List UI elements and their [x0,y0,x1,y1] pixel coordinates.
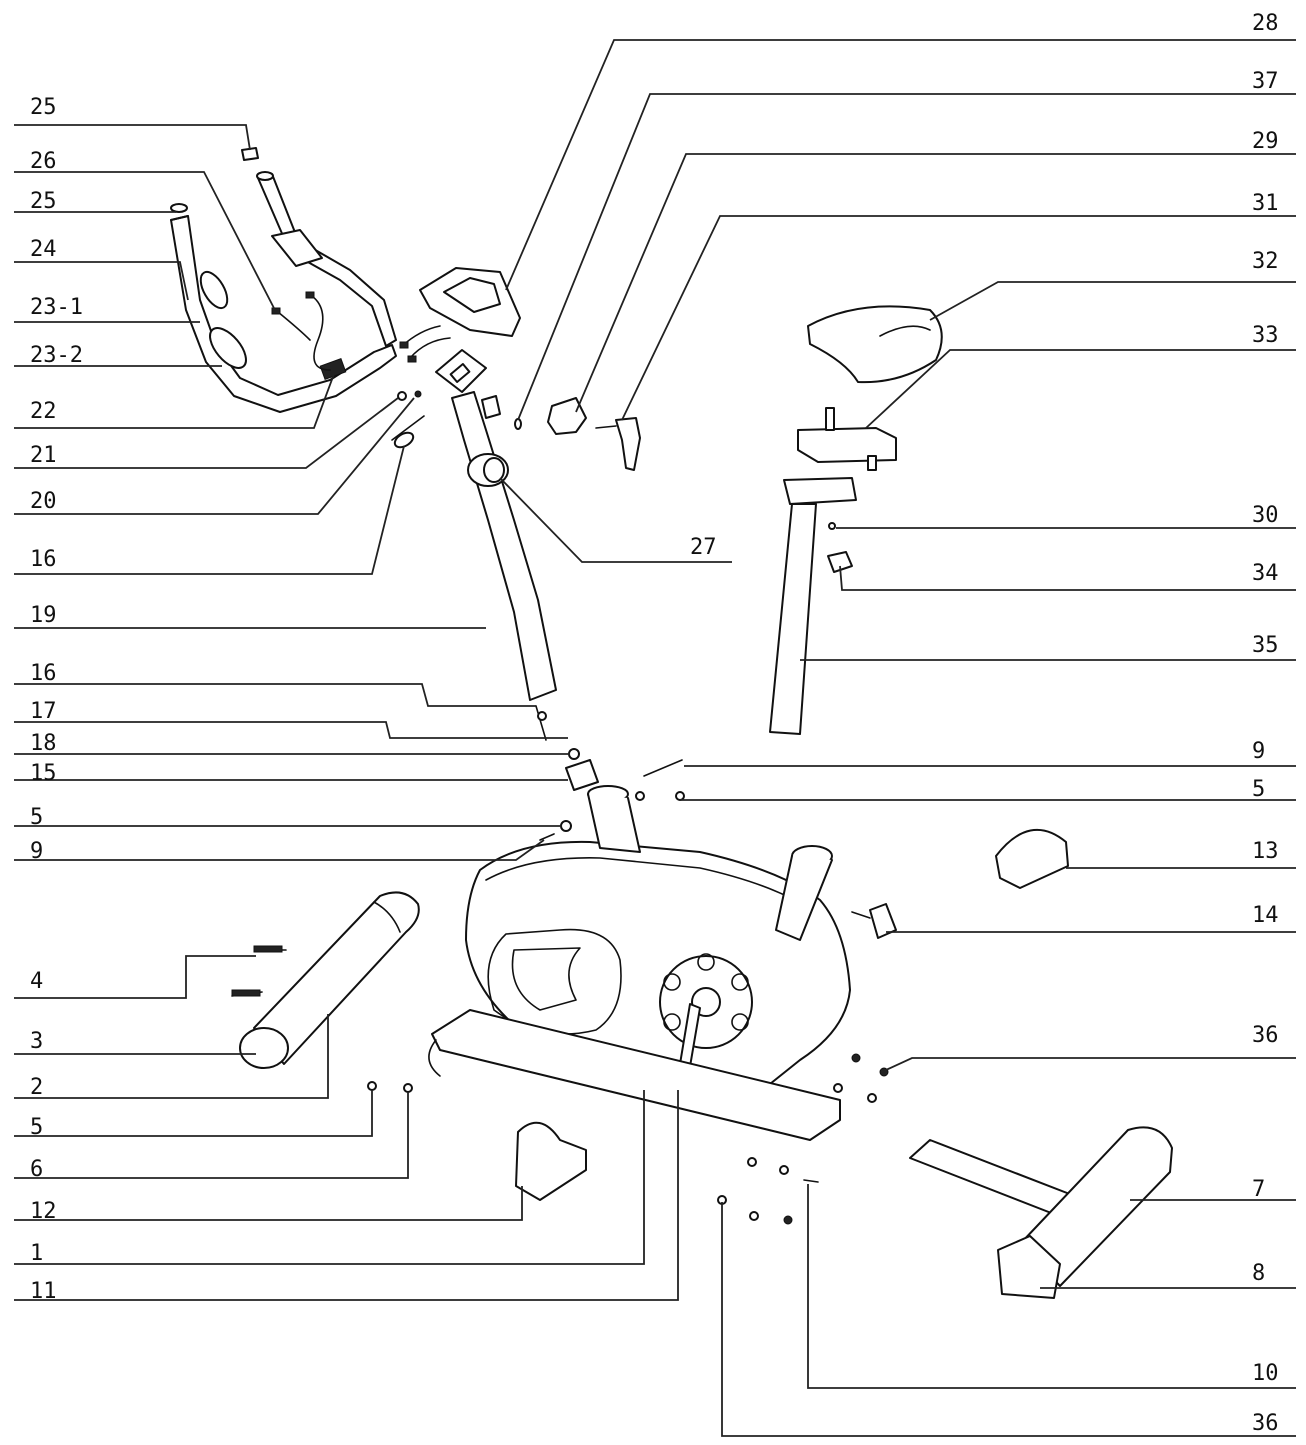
label-23-2: 23-2 [30,343,83,368]
label-27: 27 [690,535,717,560]
label-37: 37 [1252,69,1279,94]
seat-part [807,305,943,384]
label-5-lower: 5 [30,1115,43,1140]
label-13: 13 [1252,839,1279,864]
post-hardware-parts [539,748,685,841]
label-14: 14 [1252,903,1279,928]
console-part [399,267,521,393]
leader-line-2 [14,1014,329,1099]
leader-line-36-upper [885,1057,1296,1071]
label-21: 21 [30,443,57,468]
small-hardware-parts [717,1053,889,1225]
label-19: 19 [30,603,57,628]
seat-post-part [769,477,857,735]
label-17: 17 [30,699,57,724]
leader-line-4 [14,955,256,999]
label-30: 30 [1252,503,1279,528]
label-26: 26 [30,149,57,174]
pedal-parts [515,828,1069,1201]
label-5-left: 5 [30,805,43,830]
label-6: 6 [30,1157,43,1182]
part-labels: 25 26 25 24 23-1 23-2 22 21 20 16 19 16 … [30,11,1279,1436]
label-23-1: 23-1 [30,295,83,320]
label-11: 11 [30,1279,57,1304]
seat-adjust-parts [514,397,641,471]
label-4: 4 [30,969,43,994]
leader-line-28 [505,39,1296,291]
end-cap-part [241,147,259,161]
label-10: 10 [1252,1361,1279,1386]
label-12: 12 [30,1199,57,1224]
label-25-mid: 25 [30,189,57,214]
leader-line-32 [929,281,1296,321]
label-34: 34 [1252,561,1279,586]
leader-line-22 [14,373,335,429]
label-22: 22 [30,399,57,424]
label-16-top: 16 [30,547,57,572]
parts-drawing [170,147,1173,1299]
label-36-upper: 36 [1252,1023,1279,1048]
label-15: 15 [30,761,57,786]
leader-line-12 [14,1186,523,1221]
label-1: 1 [30,1241,43,1266]
leader-line-1 [14,1090,645,1265]
leader-line-5-lower [14,1090,373,1137]
leader-line-33 [865,349,1296,429]
label-31: 31 [1252,191,1279,216]
front-stabilizer-part [231,891,420,1093]
leader-line-21 [14,397,399,469]
leader-line-17 [14,721,568,739]
label-18: 18 [30,731,57,756]
leader-line-10 [807,1184,1296,1389]
leader-line-26 [14,171,277,313]
label-8: 8 [1252,1261,1265,1286]
main-frame-part [428,785,851,1141]
leader-line-16-low [14,683,536,707]
leader-line-24 [14,261,189,301]
label-7: 7 [1252,1177,1265,1202]
label-9-left: 9 [30,839,43,864]
leader-line-37 [517,93,1296,421]
leader-line-16-top [14,445,405,575]
label-20: 20 [30,489,57,514]
leader-line-11 [14,1090,679,1301]
handlebar-part [170,171,397,413]
leader-line-29 [575,153,1296,413]
seat-slider-part [797,407,897,471]
upright-post-part [391,390,557,741]
leader-line-20 [14,397,415,515]
label-2: 2 [30,1075,43,1100]
label-28: 28 [1252,11,1279,36]
leader-line-31 [621,215,1296,421]
leader-line-36-lower [721,1202,1296,1437]
leader-line-9-left [14,839,545,861]
leader-line-27 [499,477,732,563]
label-25-top: 25 [30,95,57,120]
leader-line-25-top [14,124,251,151]
label-3: 3 [30,1029,43,1054]
label-35: 35 [1252,633,1279,658]
leader-line-34 [839,565,1296,591]
label-32: 32 [1252,249,1279,274]
label-9-right: 9 [1252,739,1265,764]
label-36-lower: 36 [1252,1411,1279,1436]
label-33: 33 [1252,323,1279,348]
leader-line-6 [14,1092,409,1179]
rear-stabilizer-part [909,1126,1173,1299]
label-5-right: 5 [1252,777,1265,802]
label-29: 29 [1252,129,1279,154]
leader-lines [14,39,1296,1437]
label-24: 24 [30,237,57,262]
label-16-low: 16 [30,661,57,686]
